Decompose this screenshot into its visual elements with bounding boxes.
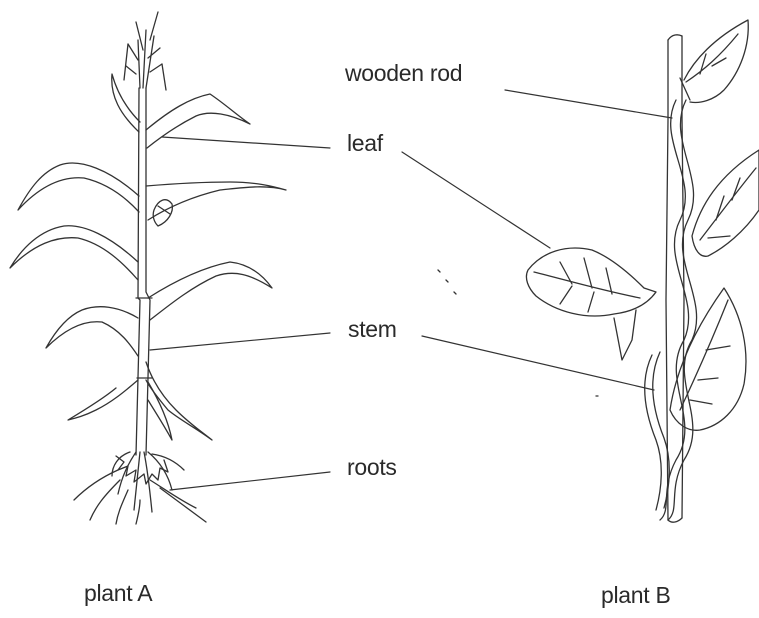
- caption-plant-a: plant A: [84, 582, 152, 605]
- plant-b-drawing: [526, 20, 759, 522]
- stray-marks: [438, 270, 598, 396]
- label-roots: roots: [347, 456, 397, 479]
- plant-b-leaf-upper-right: [692, 150, 759, 256]
- leader-line-roots: [170, 472, 330, 490]
- plant-a-drawing: [10, 12, 286, 524]
- leader-line-wooden-rod: [505, 90, 672, 118]
- caption-plant-b: plant B: [601, 584, 671, 607]
- plant-b-twining-stem: [645, 100, 697, 520]
- plant-a-tassel: [124, 12, 166, 90]
- leader-line-leaf-a: [162, 137, 330, 148]
- label-wooden-rod: wooden rod: [345, 62, 462, 85]
- leader-line-leaf-b: [402, 152, 550, 248]
- leader-line-stem-a: [150, 333, 330, 350]
- plant-a-stem: [136, 88, 152, 455]
- plant-b-leaf-lower-right: [670, 288, 746, 430]
- leader-lines: [150, 90, 672, 490]
- label-leaf: leaf: [347, 132, 383, 155]
- plant-b-leaf-left: [526, 248, 656, 360]
- plant-a-cob: [153, 200, 172, 226]
- label-stem: stem: [348, 318, 397, 341]
- plant-b-leaf-top: [680, 20, 748, 103]
